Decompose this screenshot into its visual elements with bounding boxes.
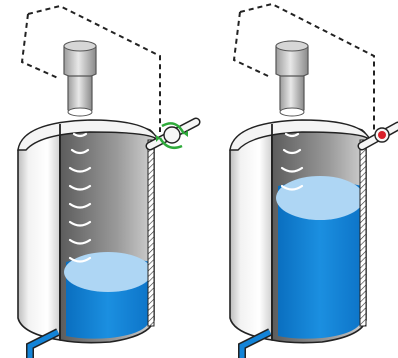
- ultrasonic-sensor-icon: [275, 40, 309, 117]
- tank-outer-shell: [17, 123, 61, 341]
- tank-panel-left: [17, 4, 201, 358]
- valve-handle-icon[interactable]: [374, 127, 390, 143]
- liquid-surface: [276, 176, 364, 220]
- mounting-bracket: [20, 4, 161, 132]
- valve-handle-icon[interactable]: [156, 122, 188, 149]
- tank-panel-right: [229, 2, 398, 358]
- wave-arc-icon: [280, 132, 304, 191]
- tank-wall-section: [147, 139, 155, 327]
- mounting-bracket: [232, 2, 375, 132]
- ultrasonic-sensor-icon: [63, 40, 97, 117]
- liquid-surface: [64, 252, 152, 292]
- liquid-body: [278, 181, 362, 339]
- tank-wall-section: [359, 139, 367, 327]
- tank-outer-shell: [229, 123, 273, 341]
- outlet-pipe-icon: [238, 328, 272, 358]
- outlet-pipe-icon: [26, 328, 60, 358]
- wave-arc-icon: [68, 132, 92, 263]
